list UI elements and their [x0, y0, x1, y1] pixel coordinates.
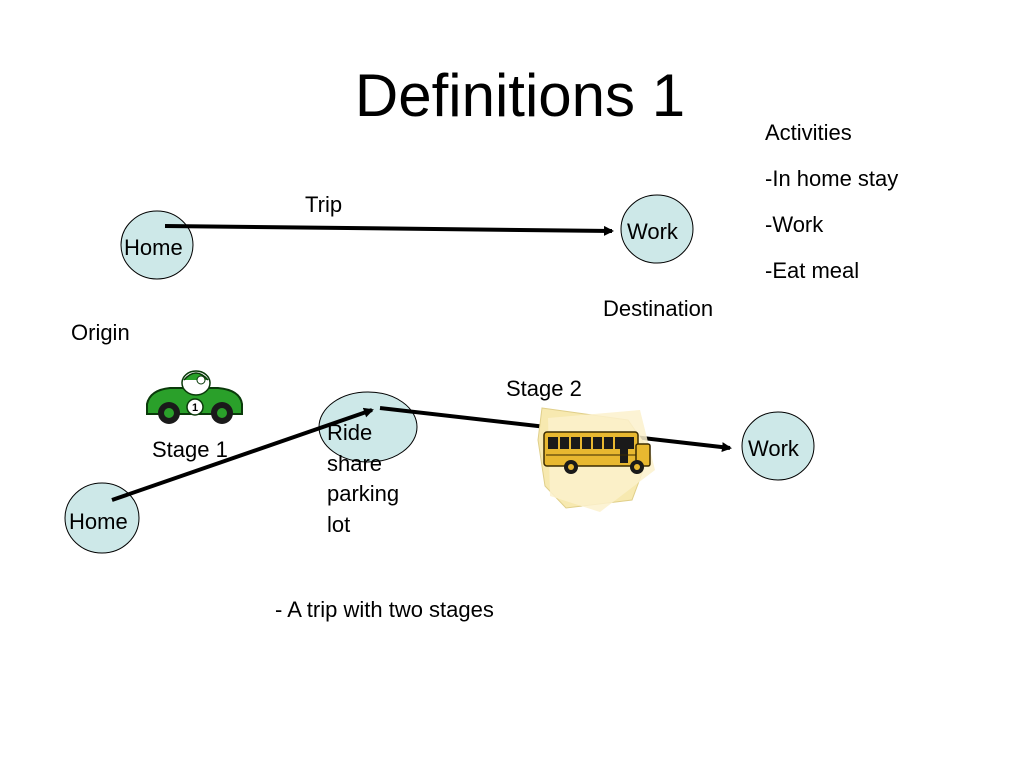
- rideshare-line: lot: [327, 511, 351, 537]
- rideshare-line: parking: [327, 481, 400, 506]
- home-node-top-label: Home: [124, 235, 183, 260]
- activity-item: -In home stay: [765, 166, 899, 191]
- caption: - A trip with two stages: [275, 597, 494, 622]
- race-car-icon: 1: [146, 370, 243, 424]
- origin-label: Origin: [71, 320, 130, 345]
- car-number: 1: [192, 402, 198, 414]
- activity-item: -Work: [765, 212, 824, 237]
- activity-item: -Eat meal: [765, 258, 860, 283]
- destination-label: Destination: [603, 296, 714, 321]
- trip-arrow: [164, 224, 614, 236]
- home-node-bottom: [64, 482, 140, 554]
- stage2-label: Stage 2: [506, 376, 582, 401]
- work-node-bottom-label: Work: [748, 436, 799, 461]
- stage1-arrow: [111, 407, 374, 502]
- stage1-label: Stage 1: [152, 437, 228, 462]
- slide-title: Definitions 1: [354, 62, 686, 129]
- trip-label: Trip: [305, 192, 343, 217]
- work-node-bottom: [741, 411, 815, 481]
- activities-list: Activities -In home stay -Work -Eat meal: [765, 110, 898, 294]
- rideshare-node-label: Ride share parking lot: [327, 418, 437, 540]
- activities-heading: Activities: [765, 120, 852, 145]
- work-node-top: [620, 194, 694, 264]
- school-bus-icon: [543, 431, 651, 474]
- work-node-top-label: Work: [627, 219, 678, 244]
- home-node-bottom-label: Home: [69, 509, 128, 534]
- rideshare-line: share: [327, 450, 383, 476]
- rideshare-line: Ride: [327, 420, 373, 445]
